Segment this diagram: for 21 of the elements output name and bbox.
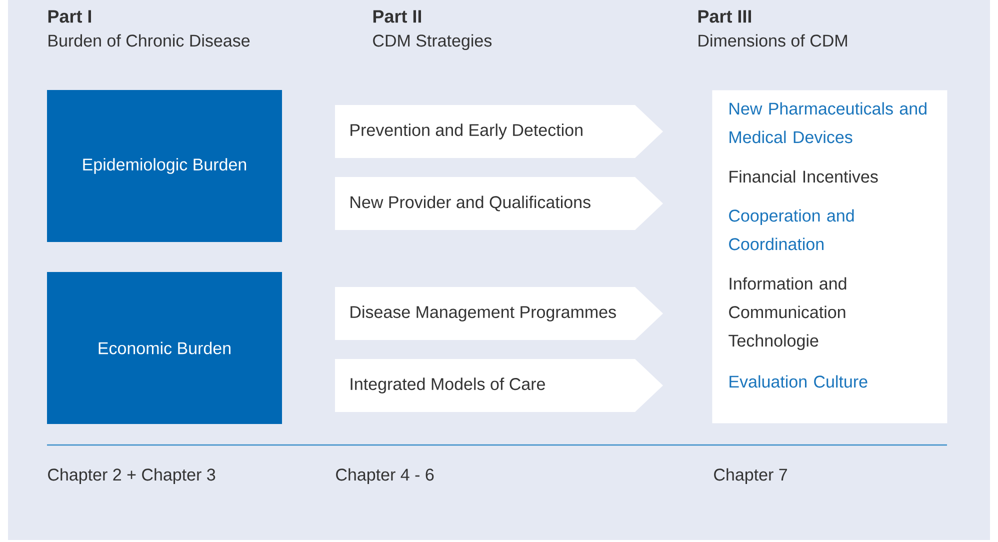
part-heading: Part II [373, 10, 421, 23]
caption-text: CDM Strategies [373, 34, 492, 50]
dimension-text: New Pharmaceuticals and Medical Devices [730, 102, 926, 144]
caption-text: Chapter 2 + Chapter 3 [48, 468, 216, 484]
dimension-text: Information and Communication Technologie [728, 277, 846, 350]
caption-text: Chapter 4 - 6 [336, 468, 434, 484]
chevron-box: New Provider and Qualifications [335, 177, 663, 230]
caption-text: Dimensions of CDM [698, 34, 847, 47]
part-heading: Part III [698, 10, 751, 23]
caption-text: Burden of Chronic Disease [48, 34, 250, 47]
dimension-text: Evaluation Culture [730, 375, 868, 388]
chevron-box: Integrated Models of Care [335, 359, 663, 412]
part-heading: Part I [48, 10, 91, 23]
chevron-box: Disease Management Programmes [335, 287, 663, 340]
dimensions-box [712, 90, 948, 424]
caption-text: Chapter 7 [714, 468, 787, 484]
dimension-text: Cooperation and Coordination [729, 209, 854, 250]
chevron-box: Prevention and Early Detection [335, 105, 663, 158]
burden-box: Epidemiologic Burden [47, 90, 282, 242]
dimension-text: Financial Incentives [730, 170, 878, 183]
burden-box: Economic Burden [47, 272, 282, 424]
